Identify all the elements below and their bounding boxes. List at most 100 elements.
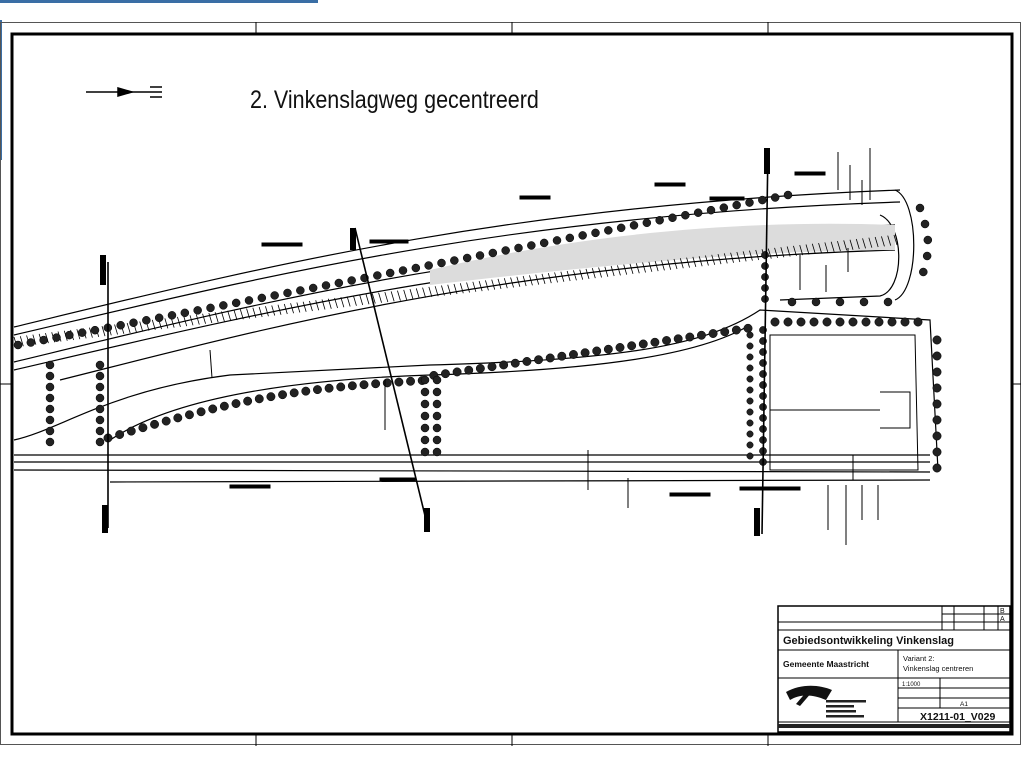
tree-symbol (313, 385, 322, 395)
tree-symbol (196, 407, 206, 417)
tree-symbol (347, 381, 357, 391)
tree-symbol (13, 340, 23, 350)
tree-symbol (296, 286, 305, 295)
tree-symbol (52, 333, 61, 342)
tree-symbol (373, 271, 382, 280)
tree-symbol (45, 437, 55, 447)
tree-symbol (809, 317, 819, 327)
tree-symbol (514, 243, 523, 253)
tree-symbol (488, 248, 498, 258)
tree-symbol (432, 447, 442, 457)
tree-symbol (759, 392, 767, 400)
tree-symbol (761, 251, 769, 259)
lower-road (13, 309, 939, 483)
tree-symbol (126, 426, 136, 436)
tree-symbol (185, 410, 194, 420)
tree-symbol (154, 313, 164, 323)
tree-symbol (219, 301, 228, 310)
tree-symbol (45, 382, 55, 392)
project-title: Gebiedsontwikkeling Vinkenslag (783, 635, 954, 647)
tree-symbol (244, 296, 254, 305)
tree-symbol (150, 419, 159, 429)
tree-symbol (324, 383, 334, 393)
tree-symbol (578, 231, 587, 240)
tree-symbol (569, 350, 578, 359)
border-ticks (0, 22, 1021, 746)
tree-symbol (432, 411, 442, 421)
tree-symbol (167, 311, 177, 320)
tree-symbol (746, 375, 754, 383)
tree-symbol (95, 360, 105, 370)
tree-symbol (420, 387, 430, 397)
tree-symbol (932, 367, 942, 377)
tree-symbol (592, 346, 602, 356)
tree-symbol (411, 263, 421, 273)
tree-symbol (499, 360, 509, 370)
tree-symbol (77, 328, 87, 337)
tree-symbol (95, 426, 105, 436)
title-block (777, 605, 1011, 733)
tree-symbol (861, 317, 871, 327)
tree-symbol (915, 203, 925, 213)
tree-symbol (26, 338, 36, 347)
tree-symbol (920, 219, 930, 229)
tree-symbol (685, 332, 695, 342)
tree-symbol (129, 318, 138, 328)
tree-symbol (565, 233, 575, 243)
tree-symbol (336, 382, 346, 392)
tree-symbol (616, 223, 626, 233)
tree-symbol (932, 383, 942, 393)
tree-symbol (731, 325, 741, 335)
tree-symbol (932, 351, 942, 361)
tree-symbol (180, 308, 190, 318)
tree-symbol (557, 351, 567, 361)
subject-line-1: Variant 2: (903, 654, 935, 663)
tree-symbol (39, 335, 48, 345)
tree-symbol (932, 431, 942, 441)
tree-symbol (759, 403, 767, 411)
tree-symbol (770, 317, 780, 327)
tree-rows (13, 190, 942, 473)
tree-symbol (142, 316, 151, 325)
tree-symbol (464, 365, 474, 375)
tree-symbol (783, 190, 793, 200)
tree-symbol (270, 291, 279, 300)
tree-symbol (662, 336, 671, 345)
tree-symbol (206, 303, 215, 313)
tree-symbol (115, 430, 125, 439)
tree-symbol (432, 423, 442, 433)
tree-symbol (932, 415, 942, 425)
section-labels (100, 148, 770, 536)
tree-symbol (301, 386, 311, 396)
tree-symbol (522, 357, 532, 366)
tree-symbol (874, 317, 884, 327)
sheet-border (10, 32, 1014, 736)
tree-symbol (629, 221, 639, 230)
tree-symbol (697, 330, 706, 340)
tree-symbol (796, 317, 806, 327)
tree-symbol (673, 334, 683, 344)
client-name: Gemeente Maastricht (783, 659, 869, 669)
tree-symbol (432, 375, 442, 385)
tree-symbol (787, 297, 797, 307)
tree-symbol (432, 435, 442, 445)
tree-symbol (746, 342, 754, 350)
tree-symbol (420, 411, 430, 421)
tree-symbol (45, 360, 55, 370)
upper-road (13, 189, 915, 381)
tree-symbol (420, 399, 430, 409)
tree-symbol (385, 268, 395, 278)
tree-symbol (95, 371, 105, 381)
tree-symbol (371, 379, 381, 389)
tree-symbol (45, 404, 55, 414)
company-address (826, 700, 866, 718)
tree-symbol (681, 210, 690, 220)
tree-symbol (231, 399, 241, 409)
tree-symbol (539, 238, 549, 248)
tree-symbol (475, 251, 485, 260)
tree-symbol (266, 392, 276, 402)
tree-symbol (534, 355, 543, 365)
tree-symbol (822, 317, 832, 327)
tree-symbol (603, 344, 613, 354)
